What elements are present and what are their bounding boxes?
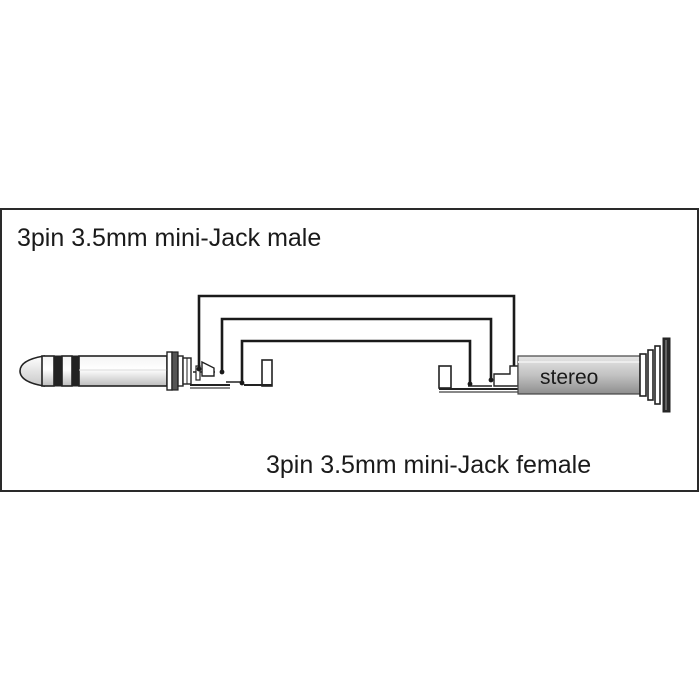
stereo-marking: stereo <box>540 366 598 389</box>
female-solder-lugs <box>438 365 519 393</box>
male-connector-label: 3pin 3.5mm mini-Jack male <box>17 224 321 252</box>
wire-ring <box>220 317 493 380</box>
wire-tip <box>197 294 516 372</box>
male-solder-lugs <box>190 359 273 389</box>
female-connector-label: 3pin 3.5mm mini-Jack female <box>266 451 591 479</box>
diagram-border <box>0 208 699 492</box>
male-jack-plug <box>19 351 192 391</box>
wire-sleeve <box>240 339 472 384</box>
female-jack-socket: stereo <box>517 337 671 413</box>
connection-wires <box>197 294 516 384</box>
